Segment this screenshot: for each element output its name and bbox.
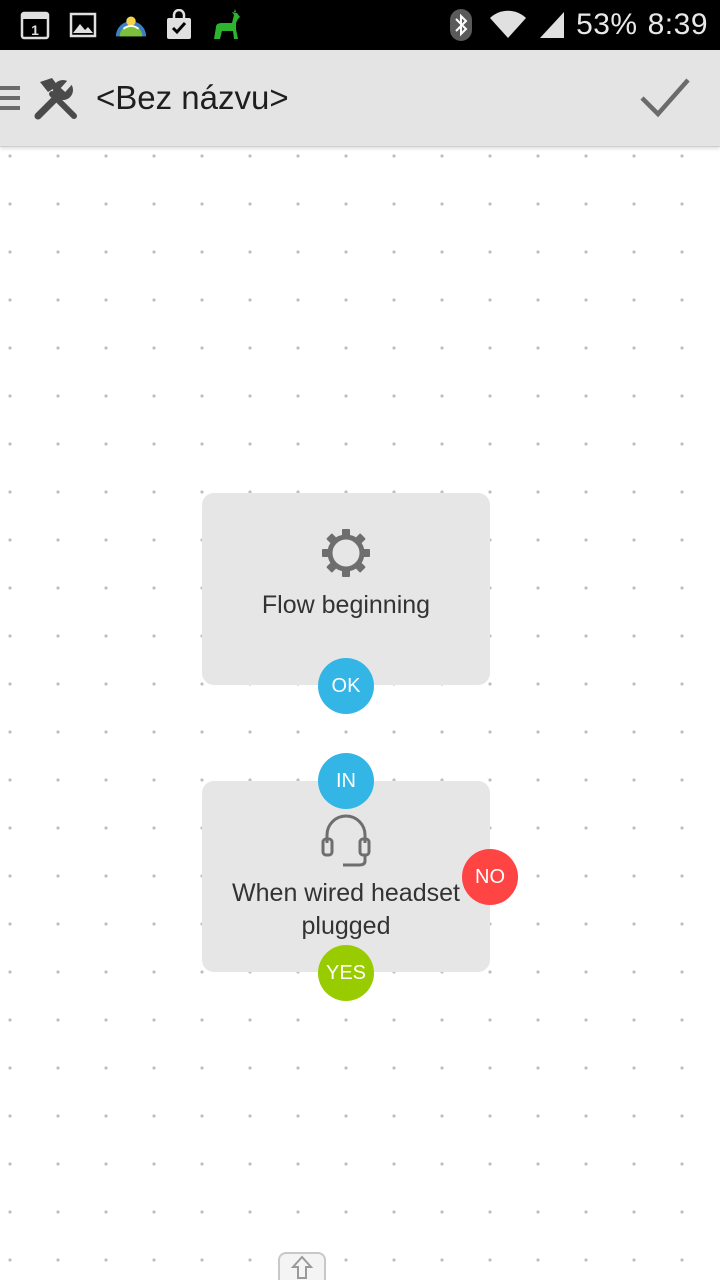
checkmark-icon	[640, 78, 690, 118]
port-yes[interactable]: YES	[318, 945, 374, 1001]
calendar-icon: 1	[18, 8, 52, 42]
gallery-icon	[66, 8, 100, 42]
flow-node-beginning[interactable]: Flow beginning	[202, 493, 490, 685]
weather-icon	[114, 8, 148, 42]
port-no[interactable]: NO	[462, 849, 518, 905]
expand-panel-handle[interactable]	[278, 1252, 326, 1280]
status-bar: 1	[0, 0, 720, 50]
svg-text:1: 1	[31, 22, 39, 38]
signal-icon	[538, 8, 566, 42]
flow-canvas[interactable]: Flow beginning OK IN When wired headset …	[0, 146, 720, 1280]
drawer-indicator-icon[interactable]	[0, 86, 20, 112]
wifi-icon	[488, 8, 528, 42]
node-label: When wired headset plugged	[232, 879, 460, 940]
battery-percent: 53%	[576, 8, 638, 41]
arrow-up-icon	[290, 1255, 314, 1279]
system-status: 53% 8:39	[444, 0, 708, 50]
done-button[interactable]	[636, 70, 694, 126]
headset-icon	[321, 813, 371, 874]
port-ok[interactable]: OK	[318, 658, 374, 714]
flow-node-headset[interactable]: When wired headset plugged	[202, 781, 490, 972]
tools-icon[interactable]	[32, 76, 80, 122]
action-bar: <Bez názvu>	[0, 50, 720, 147]
port-in[interactable]: IN	[318, 753, 374, 809]
clock: 8:39	[647, 8, 708, 41]
page-title: <Bez názvu>	[96, 79, 289, 116]
bluetooth-icon	[444, 8, 478, 42]
shopping-bag-icon	[162, 8, 196, 42]
llama-icon	[210, 8, 244, 42]
gear-icon	[320, 527, 372, 584]
node-label: Flow beginning	[261, 591, 431, 619]
notification-icons: 1	[18, 0, 244, 50]
